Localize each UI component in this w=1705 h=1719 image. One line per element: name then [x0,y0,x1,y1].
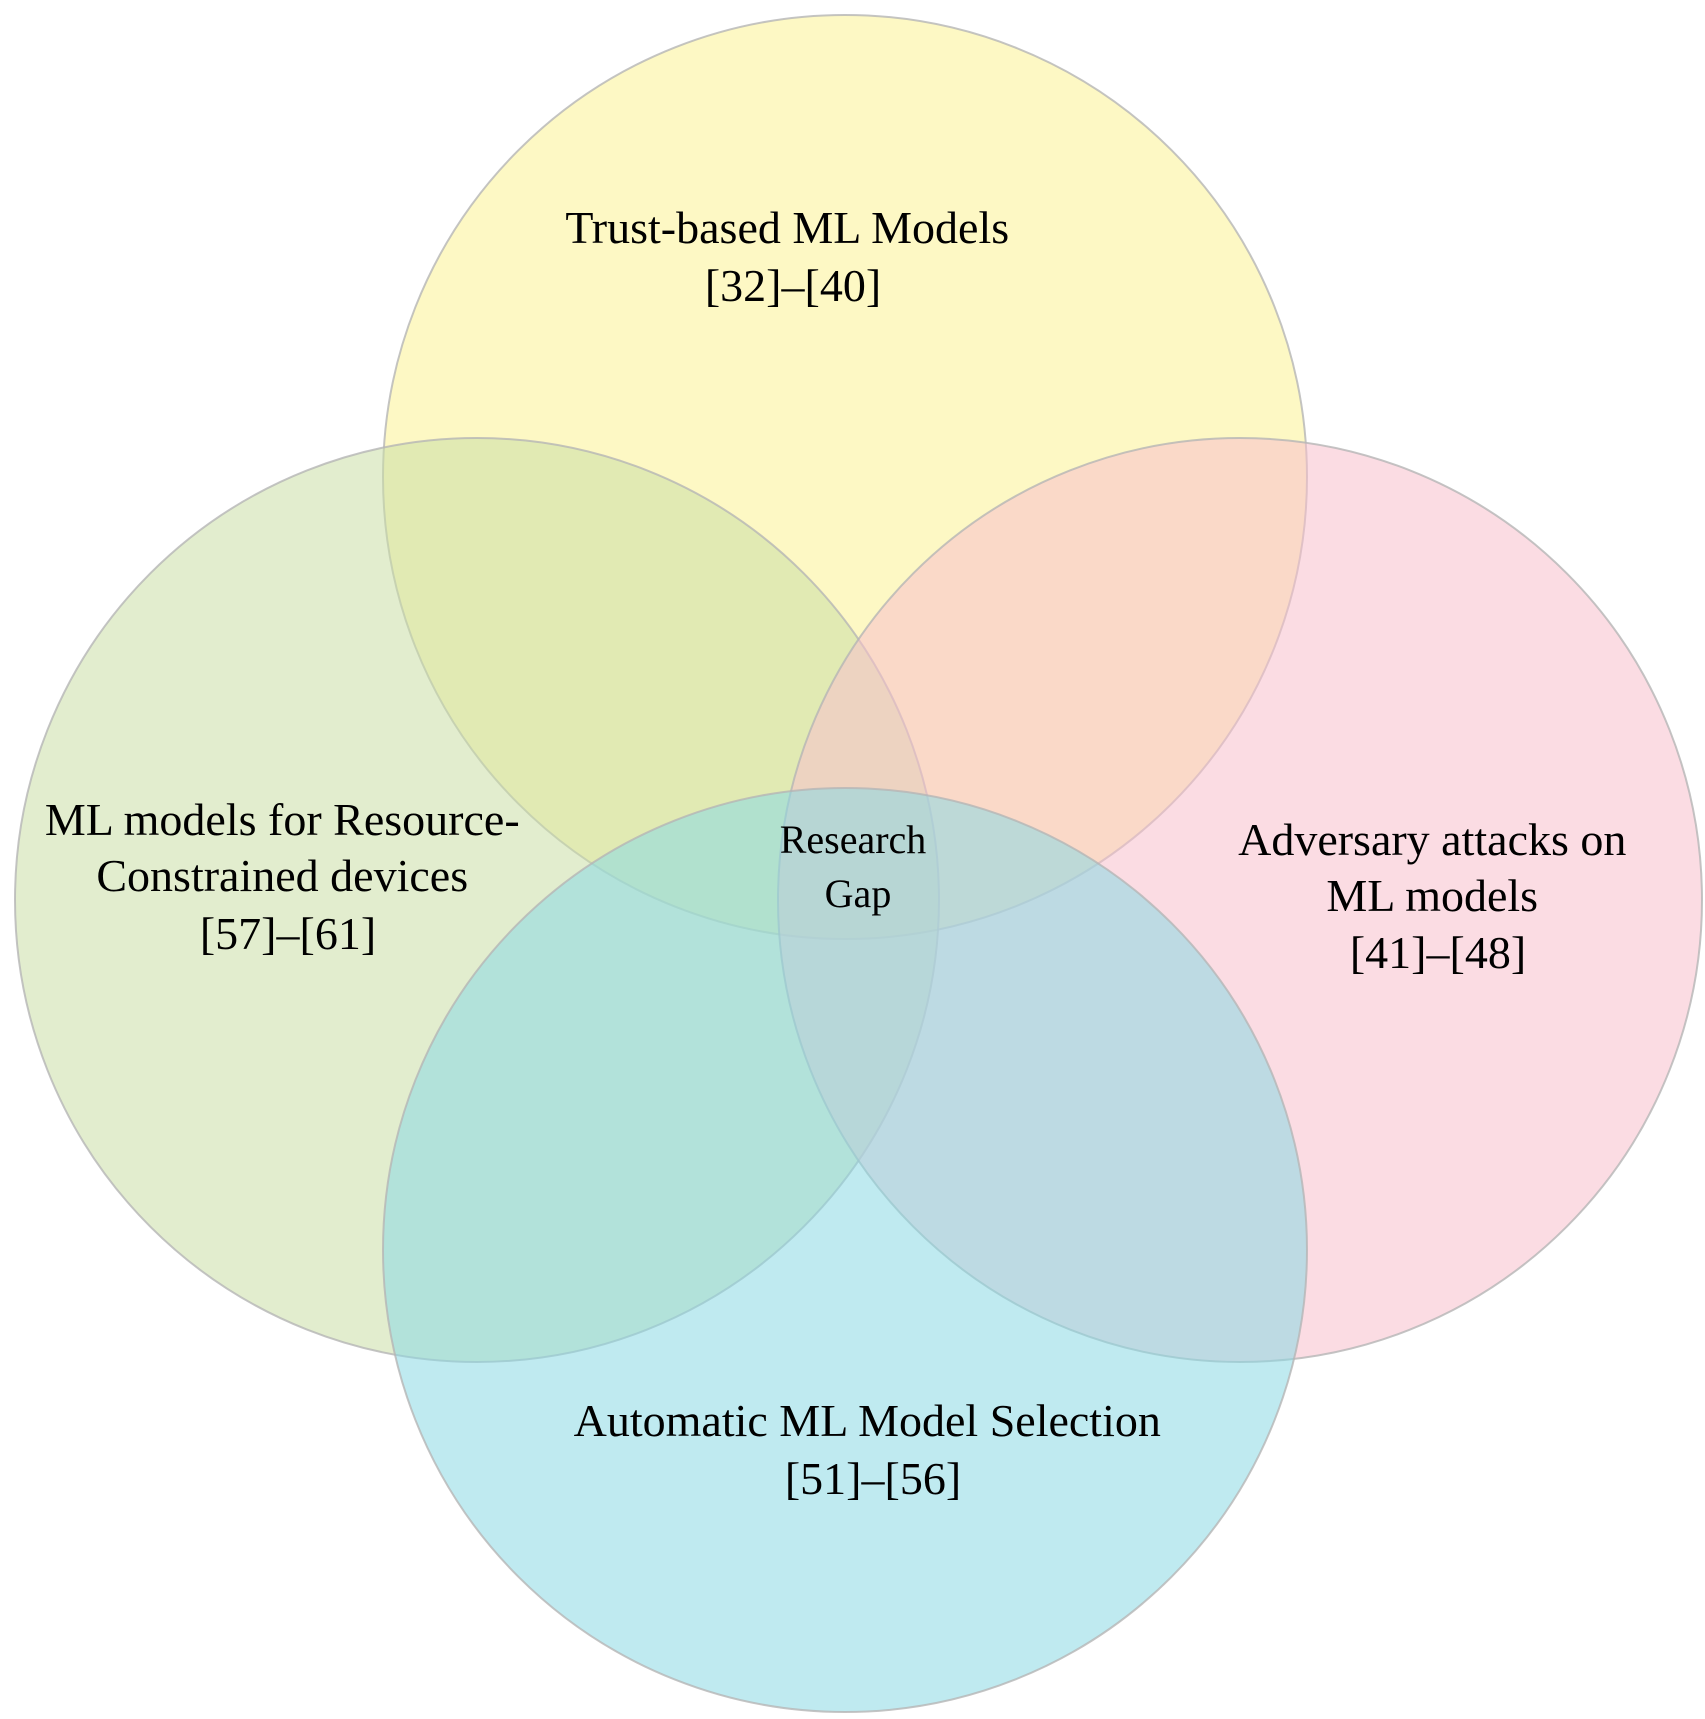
label-research-gap: Research Gap [780,817,937,916]
label-line: Constrained devices [96,850,468,901]
label-line: Automatic ML Model Selection [574,1395,1161,1446]
label-line: Research [780,817,927,862]
label-line: [32]–[40] [705,260,881,311]
label-resource-constrained-devices: ML models for Resource- Constrained devi… [45,794,531,959]
label-adversary-attacks: Adversary attacks on ML models [41]–[48] [1238,814,1638,978]
label-line: Adversary attacks on [1238,814,1626,865]
label-automatic-model-selection: Automatic ML Model Selection [51]–[56] [574,1395,1173,1504]
circle-automatic-model-selection [382,787,1308,1713]
label-line: Gap [825,871,892,916]
venn-labels: Trust-based ML Models [32]–[40] ML model… [45,202,1638,1504]
label-trust-based-ml-models: Trust-based ML Models [32]–[40] [565,202,1020,311]
label-line: [51]–[56] [785,1453,961,1504]
label-line: Trust-based ML Models [565,202,1009,253]
venn-circles [14,14,1703,1713]
label-line: ML models [1326,870,1538,921]
label-line: ML models for Resource- [45,794,520,845]
label-line: [57]–[61] [200,908,376,959]
label-line: [41]–[48] [1350,927,1526,978]
